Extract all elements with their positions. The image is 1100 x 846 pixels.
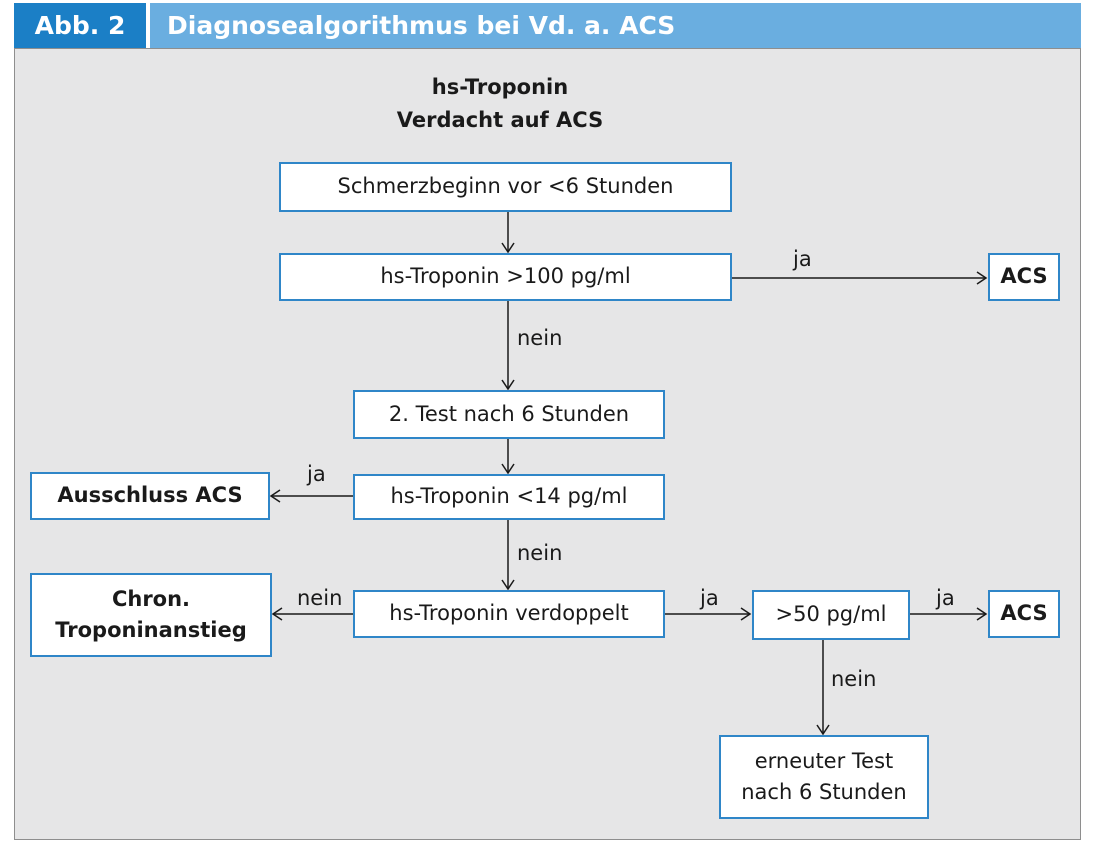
arrowhead	[271, 607, 283, 621]
chronic-line-2: Troponinanstieg	[55, 618, 247, 642]
node-threshold-50: >50 pg/ml	[752, 590, 910, 640]
arrowhead	[976, 271, 988, 285]
node-acs-bottom: ACS	[988, 590, 1060, 638]
label-no-test3: nein	[517, 541, 563, 565]
label-yes-test3: ja	[307, 462, 326, 486]
figure-title: Diagnosealgorithmus bei Vd. a. ACS	[150, 3, 1081, 48]
retest-line-2: nach 6 Stunden	[741, 780, 907, 804]
retest-line-1: erneuter Test	[754, 748, 894, 773]
label-yes-threshold: ja	[936, 586, 955, 610]
node-troponin-doubled: hs-Troponin verdoppelt	[353, 590, 665, 638]
node-second-test: 2. Test nach 6 Stunden	[353, 390, 665, 439]
arrowhead	[501, 242, 515, 254]
label-no-test1: nein	[517, 326, 563, 350]
node-troponin-100: hs-Troponin >100 pg/ml	[279, 253, 732, 301]
label-no-doubled: nein	[297, 586, 343, 610]
arrowhead	[501, 463, 515, 475]
arrowhead	[816, 724, 830, 736]
chronic-line-1: Chron.	[111, 586, 191, 611]
node-acs-top: ACS	[988, 253, 1060, 301]
arrowhead	[501, 579, 515, 591]
arrowhead	[269, 489, 281, 503]
heading-line-2: Verdacht auf ACS	[396, 108, 604, 132]
node-troponin-14: hs-Troponin <14 pg/ml	[353, 474, 665, 520]
node-pain-onset: Schmerzbeginn vor <6 Stunden	[279, 162, 732, 212]
node-acs-exclusion: Ausschluss ACS	[30, 472, 270, 520]
heading-line-1: hs-Troponin	[431, 75, 569, 99]
node-chronic-troponin-rise: Chron. Troponinanstieg	[30, 573, 272, 657]
arrowhead	[740, 607, 752, 621]
arrowhead	[976, 607, 988, 621]
arrowhead	[501, 379, 515, 391]
label-yes-test1: ja	[793, 247, 812, 271]
figure-label: Abb. 2	[14, 3, 146, 48]
node-retest: erneuter Test nach 6 Stunden	[719, 735, 929, 819]
label-yes-doubled: ja	[700, 586, 719, 610]
label-no-threshold: nein	[831, 667, 877, 691]
